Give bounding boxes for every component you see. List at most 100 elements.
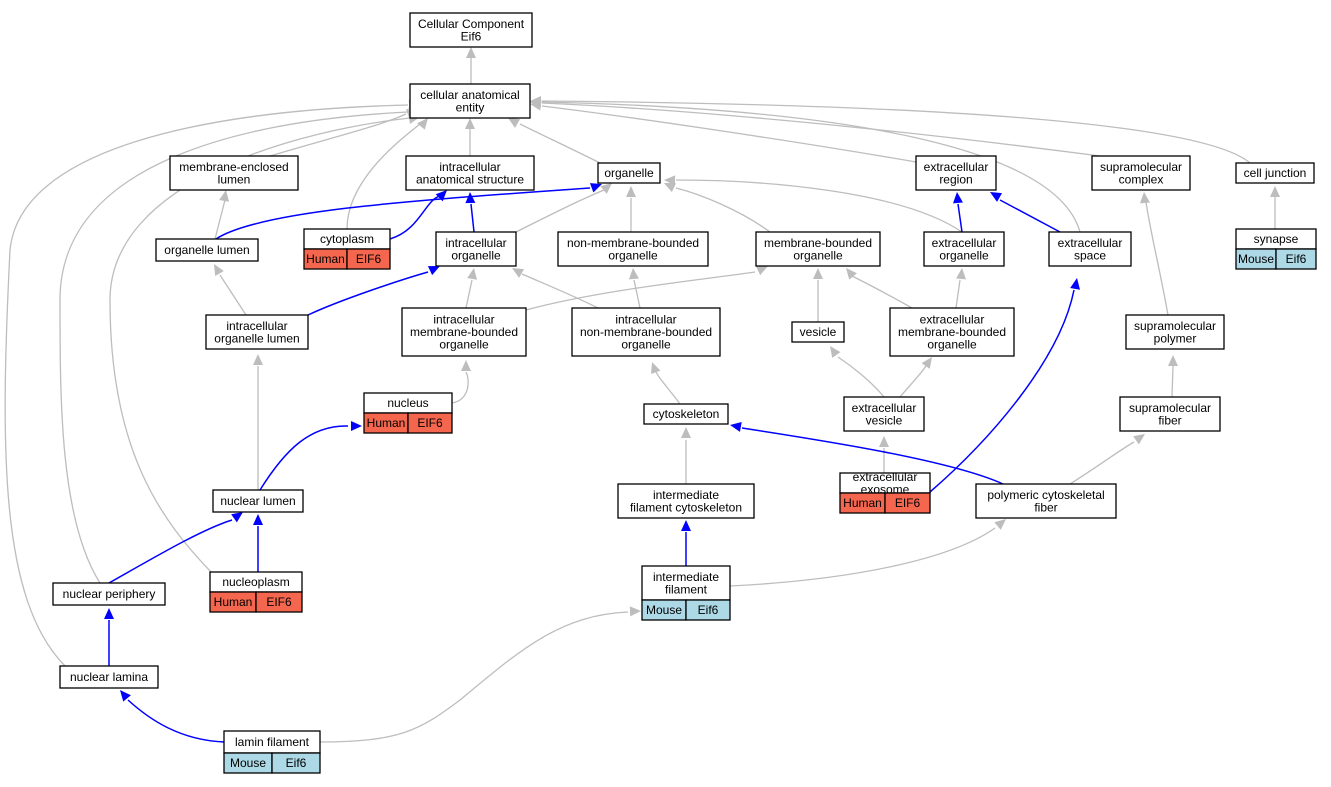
edge-line [219,274,247,316]
gene-cell [884,492,931,514]
edge-smf-to-smp [1168,355,1178,398]
species-label: Mouse [646,603,682,617]
term-label: organelle [439,338,489,352]
edge-line [1145,201,1169,316]
edge-arrowhead [651,362,661,375]
edge-orgl-to-org [215,183,602,240]
species-label: Human [306,252,345,266]
term-node-nlum[interactable]: nuclear lumen [212,489,304,513]
term-label: space [1074,248,1106,262]
term-label: Cellular Component [418,17,525,31]
edge-exves-to-exmbo [899,357,932,398]
term-label: organelle [621,338,671,352]
edge-arrowhead [461,360,471,371]
edge-arrowhead [466,47,476,58]
term-label: fiber [1158,413,1181,427]
term-label: filament cytoskeleton [630,500,742,514]
edge-arrowhead [681,427,691,438]
term-node-ves[interactable]: vesicle [791,321,845,343]
term-label: synapse [1254,232,1299,246]
edge-arrowhead [253,354,263,365]
edge-nuc-to-imbo [451,360,471,404]
species-label: Human [367,416,406,430]
edge-iorg-to-org [515,183,612,233]
edge-smp-to-smc [1139,192,1169,316]
term-label: cellular anatomical [420,88,519,102]
term-box [405,155,535,191]
edge-npe-to-nlum [108,512,243,584]
gene-label: Eif6 [1286,252,1307,266]
term-node-orgl[interactable]: organelle lumen [155,238,259,262]
edge-line [214,199,226,240]
term-label: intermediate [653,570,719,584]
term-box [791,321,845,343]
edge-arrowhead [417,118,428,130]
edge-arrowhead [1070,278,1081,290]
term-node-inmbo[interactable]: intracellularnon-membrane-boundedorganel… [571,307,721,357]
term-label: intracellular [433,313,494,327]
term-box [52,582,166,606]
edge-arrowhead [730,421,742,432]
term-node-nla[interactable]: nuclear lamina [59,665,159,689]
term-node-npe[interactable]: nuclear periphery [52,582,166,606]
term-label: nuclear lamina [70,670,148,684]
edge-arrowhead [956,268,967,280]
term-box [409,12,533,48]
term-node-org[interactable]: organelle [597,162,661,184]
term-box [889,307,1015,357]
edge-arrowhead [994,519,1006,530]
term-label: lumen [218,172,251,186]
edge-line [259,425,349,491]
term-label: extracellular [853,470,918,484]
edge-arrowhead [253,514,263,525]
edge-pcf-to-csk [730,421,1004,485]
term-label: membrane-enclosed [179,160,288,174]
term-box [205,314,309,350]
edge-line [851,275,913,309]
edge-arrowhead [530,97,541,107]
edge-arrowhead [508,118,521,128]
edge-line [215,187,591,240]
edge-exorg-to-org [664,175,963,233]
edge-cyt-to-cae [346,118,428,230]
edge-exorg-to-exr [952,192,963,233]
edge-arrowhead [664,183,677,193]
term-node-cj[interactable]: cell junction [1235,162,1315,184]
gene-label: EIF6 [417,416,443,430]
edge-lf-to-if [319,606,641,743]
edge-arrowhead [435,190,447,202]
edge-line [269,113,407,157]
term-label: supramolecular [1134,319,1216,333]
edge-arrowhead [846,268,857,280]
term-label: organelle [927,338,977,352]
term-node-csk[interactable]: cytoskeleton [643,403,729,425]
term-label: Eif6 [461,29,482,43]
